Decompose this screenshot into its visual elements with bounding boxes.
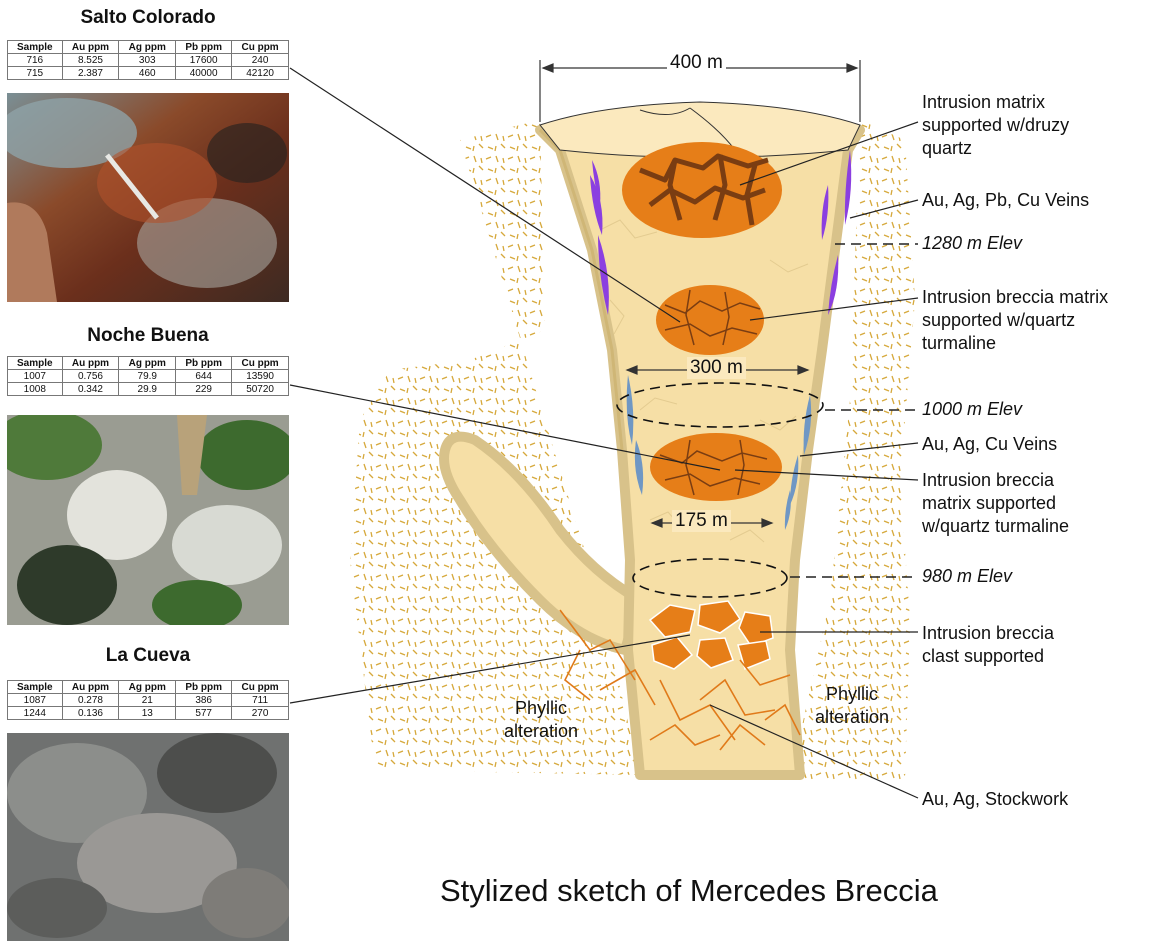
label-line: Intrusion matrix bbox=[922, 91, 1069, 114]
label-line: Intrusion breccia bbox=[922, 469, 1069, 492]
label-veins-top: Au, Ag, Pb, Cu Veins bbox=[922, 189, 1089, 212]
label-line: Intrusion breccia matrix bbox=[922, 286, 1108, 309]
label-tourmaline-upper: Intrusion breccia matrix supported w/qua… bbox=[922, 286, 1108, 355]
label-elev-1000: 1000 m Elev bbox=[922, 398, 1022, 421]
label-line: matrix supported bbox=[922, 492, 1069, 515]
label-line: w/quartz turmaline bbox=[922, 515, 1069, 538]
label-line: turmaline bbox=[922, 332, 1108, 355]
label-elev-1280: 1280 m Elev bbox=[922, 232, 1022, 255]
dimension-175: 175 m bbox=[672, 510, 731, 532]
label-tourmaline-lower: Intrusion breccia matrix supported w/qua… bbox=[922, 469, 1069, 538]
label-line: Phyllic bbox=[815, 683, 889, 706]
figure-title: Stylized sketch of Mercedes Breccia bbox=[440, 873, 938, 909]
breccia-body-lower-tourmaline bbox=[650, 433, 782, 501]
label-line: clast supported bbox=[922, 645, 1054, 668]
label-phyllic-left: Phyllic alteration bbox=[504, 697, 578, 743]
label-line: supported w/quartz bbox=[922, 309, 1108, 332]
label-veins-mid: Au, Ag, Cu Veins bbox=[922, 433, 1057, 456]
breccia-body-upper-tourmaline bbox=[656, 285, 764, 355]
label-clast: Intrusion breccia clast supported bbox=[922, 622, 1054, 668]
label-line: alteration bbox=[504, 720, 578, 743]
label-line: Intrusion breccia bbox=[922, 622, 1054, 645]
label-line: quartz bbox=[922, 137, 1069, 160]
dimension-400: 400 m bbox=[667, 52, 726, 74]
label-elev-980: 980 m Elev bbox=[922, 565, 1012, 588]
dimension-300: 300 m bbox=[687, 357, 746, 379]
label-line: supported w/druzy bbox=[922, 114, 1069, 137]
label-druzy: Intrusion matrix supported w/druzy quart… bbox=[922, 91, 1069, 160]
label-phyllic-right: Phyllic alteration bbox=[815, 683, 889, 729]
label-line: alteration bbox=[815, 706, 889, 729]
label-stockwork: Au, Ag, Stockwork bbox=[922, 788, 1068, 811]
label-line: Phyllic bbox=[504, 697, 578, 720]
